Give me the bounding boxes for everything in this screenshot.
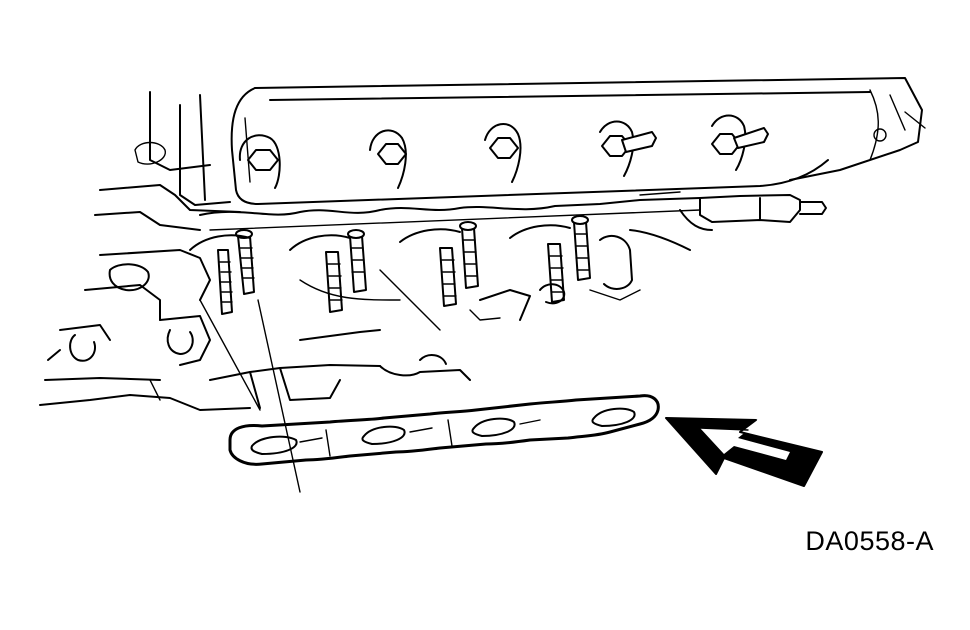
manifold-studs bbox=[217, 215, 591, 315]
arrow-icon bbox=[664, 417, 823, 487]
exhaust-manifold-gasket bbox=[228, 394, 660, 466]
engine-cylinder-head bbox=[94, 77, 926, 251]
engine-block-lower bbox=[39, 224, 641, 411]
cylinder-head-bolts bbox=[238, 114, 769, 189]
figure-code: DA0558-A bbox=[805, 526, 934, 556]
